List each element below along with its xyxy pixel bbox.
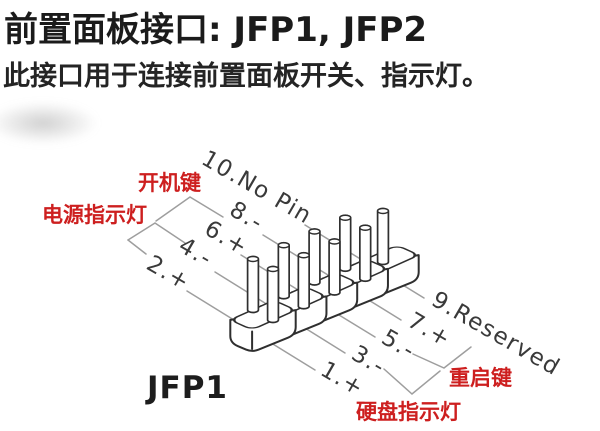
bracket-power-button <box>155 196 224 222</box>
pin-1 <box>266 265 280 324</box>
pin-2 <box>246 255 260 314</box>
page-subtitle: 此接口用于连接前置面板开关、指示灯。 <box>3 61 489 92</box>
pin-8 <box>339 214 352 273</box>
header-base-1 <box>229 299 297 352</box>
pin-6 <box>308 228 321 286</box>
pin-3 <box>297 251 310 310</box>
bracket-power-led-stub <box>127 239 147 255</box>
signal-label-power-led: 电源指示灯 <box>42 203 147 227</box>
bracket-power-led <box>127 222 186 244</box>
bracket-reset-button <box>412 346 472 369</box>
pin-5 <box>328 238 341 296</box>
pin-7 <box>359 224 372 283</box>
page-title: 前置面板接口: JFP1, JFP2 <box>4 10 428 50</box>
signal-labels: 开机键 电源指示灯 重启键 硬盘指示灯 <box>42 171 512 424</box>
bracket-hdd-led <box>383 368 441 395</box>
signal-label-reset-button: 重启键 <box>449 366 512 390</box>
pin-4 <box>277 241 290 300</box>
pin-9 <box>376 207 390 266</box>
signal-brackets <box>127 196 472 395</box>
signal-label-power-button: 开机键 <box>138 171 201 195</box>
connector-name-label: JFP1 <box>145 370 228 406</box>
signal-label-hdd-led: 硬盘指示灯 <box>356 400 461 424</box>
